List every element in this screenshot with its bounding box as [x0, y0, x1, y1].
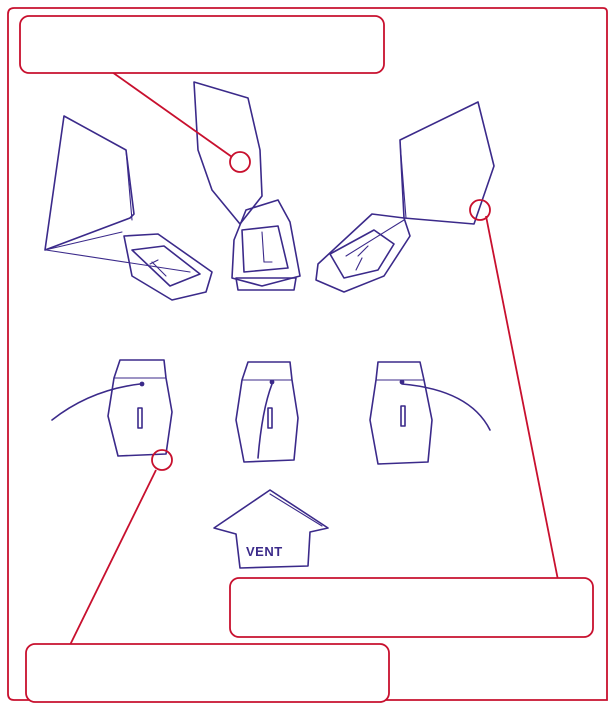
outer-frame	[7, 7, 608, 701]
leader-bottom-left	[69, 469, 157, 646]
hull-center	[235, 361, 299, 463]
hull-right	[369, 361, 491, 465]
marker-left	[151, 449, 173, 471]
leader-bottom-right	[485, 215, 559, 581]
vent-label: VENT	[246, 544, 283, 559]
callout-bottom-right	[229, 577, 594, 638]
marker-right	[469, 199, 491, 221]
wind-arrow: VENT	[213, 489, 329, 569]
marker-top	[229, 151, 251, 173]
hull-left	[51, 359, 173, 457]
boat-center-sail	[193, 81, 301, 291]
callout-bottom-left	[25, 643, 390, 703]
leader-top	[111, 71, 233, 158]
boat-left-sail	[44, 115, 213, 301]
boat-right-sail	[315, 101, 495, 293]
callout-top	[19, 15, 385, 74]
